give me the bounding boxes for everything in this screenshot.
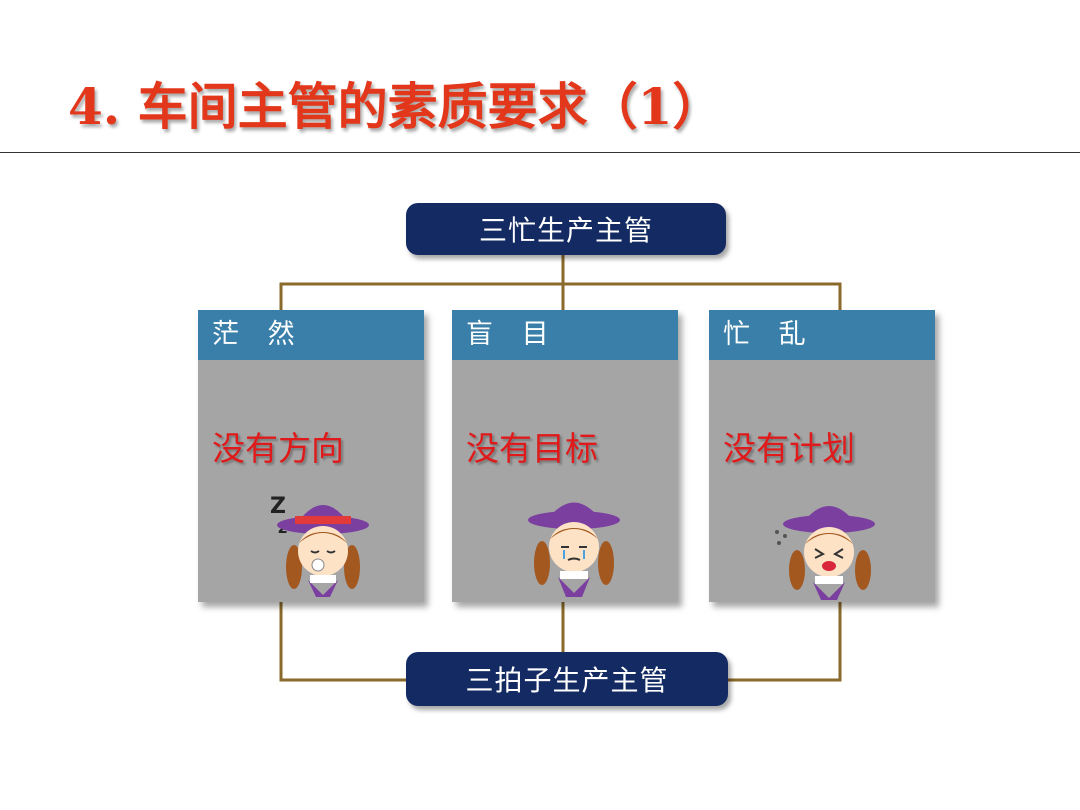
card-mangluan: 忙 乱 没有计划 (709, 310, 935, 602)
card-text: 没有目标 (466, 422, 598, 470)
frustrated-girl-icon (771, 488, 886, 603)
title-divider (0, 152, 1080, 153)
card-text: 没有计划 (723, 422, 855, 470)
slide-title: 4. 车间主管的素质要求（1） (68, 72, 722, 142)
card-header: 茫 然 (198, 310, 424, 360)
card-mangran: 茫 然 没有方向 Z z (198, 310, 424, 602)
top-box-label: 三忙生产主管 (479, 209, 653, 249)
connector-top-bar (281, 284, 840, 312)
crying-girl-icon (520, 485, 625, 600)
top-box: 三忙生产主管 (406, 203, 726, 255)
card-header: 忙 乱 (709, 310, 935, 360)
bottom-box: 三拍子生产主管 (406, 652, 728, 706)
bottom-box-label: 三拍子生产主管 (465, 659, 668, 699)
card-mangmu: 盲 目 没有目标 (452, 310, 678, 602)
svg-text:Z: Z (270, 494, 286, 519)
connector-bottom-right (726, 602, 840, 680)
connector-bottom-left (281, 602, 410, 680)
card-header: 盲 目 (452, 310, 678, 360)
card-text: 没有方向 (212, 422, 344, 470)
sleepy-girl-icon: Z z (268, 485, 373, 600)
